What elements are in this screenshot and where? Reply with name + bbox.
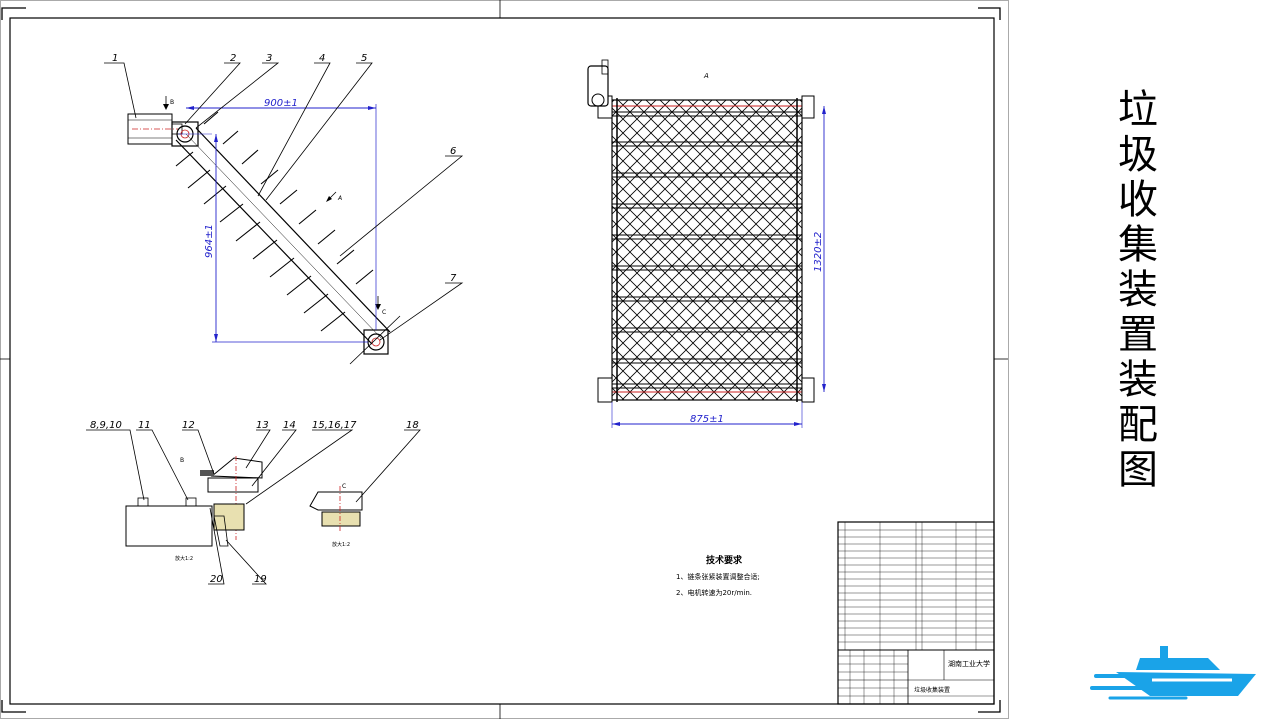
view-a-plate: A — [587, 59, 826, 428]
page-title-char: 装 — [1118, 267, 1158, 313]
title-block — [837, 521, 995, 705]
callout-1: 1 — [112, 53, 118, 64]
callout-6: 6 — [450, 146, 456, 157]
page-title-char: 圾 — [1118, 132, 1158, 178]
callout-15-16-17: 15,16,17 — [312, 420, 357, 431]
page-title-char: 置 — [1118, 312, 1158, 358]
detail-c-label: C — [342, 483, 346, 490]
detail-c: C 放大1:2 — [309, 483, 363, 548]
callout-20: 20 — [210, 574, 223, 585]
page-title: 垃 圾 收 集 装 置 装 配 图 — [1110, 88, 1166, 493]
title-block-drawing-name: 垃圾收集装置 — [914, 686, 950, 694]
dimension-plate-width: 875±1 — [690, 414, 724, 425]
callout-4: 4 — [319, 53, 325, 64]
page-title-char: 收 — [1118, 177, 1158, 223]
detail-callouts — [86, 429, 421, 585]
callout-5: 5 — [361, 53, 367, 64]
view-b-marker: B — [170, 99, 174, 106]
callout-14: 14 — [283, 420, 296, 431]
callout-19: 19 — [254, 574, 267, 585]
main-view-dimensions: 900±1 964±1 — [178, 98, 377, 343]
page-title-char: 装 — [1118, 357, 1158, 403]
tech-requirements: 技术要求 1、链条张紧装置调整合适; 2、电机转速为20r/min. — [676, 554, 760, 597]
part-callouts — [104, 62, 464, 341]
tech-requirements-heading: 技术要求 — [706, 554, 743, 566]
callout-7: 7 — [450, 273, 457, 284]
drawing-frame — [0, 0, 1009, 719]
dimension-plate-height: 1320±2 — [813, 232, 824, 272]
view-c-marker: C — [382, 309, 386, 316]
page-title-char: 集 — [1118, 222, 1158, 268]
title-block-school: 湖南工业大学 — [948, 659, 990, 668]
main-view: B C A — [127, 96, 401, 365]
dimension-vertical-span: 964±1 — [204, 224, 215, 258]
callout-18: 18 — [406, 420, 419, 431]
view-a-marker: A — [337, 195, 342, 202]
ship-logo-icon — [1090, 646, 1256, 700]
detail-b: B 放大1:2 — [125, 456, 263, 562]
callout-11: 11 — [138, 420, 151, 431]
detail-b-scale: 放大1:2 — [175, 555, 193, 562]
page-title-char: 图 — [1118, 447, 1158, 493]
page-title-char: 垃 — [1118, 87, 1158, 133]
view-a-label: A — [703, 72, 709, 80]
callout-3: 3 — [266, 53, 272, 64]
callout-12: 12 — [182, 420, 195, 431]
tech-requirement-1: 1、链条张紧装置调整合适; — [676, 572, 760, 581]
tech-requirement-2: 2、电机转速为20r/min. — [676, 588, 752, 597]
detail-b-label: B — [180, 457, 184, 464]
dimension-horizontal-span: 900±1 — [264, 98, 298, 109]
callout-13: 13 — [256, 420, 269, 431]
page-title-char: 配 — [1118, 402, 1158, 448]
callout-8-9-10: 8,9,10 — [90, 420, 122, 431]
callout-2: 2 — [230, 53, 236, 64]
detail-c-scale: 放大1:2 — [332, 541, 350, 548]
